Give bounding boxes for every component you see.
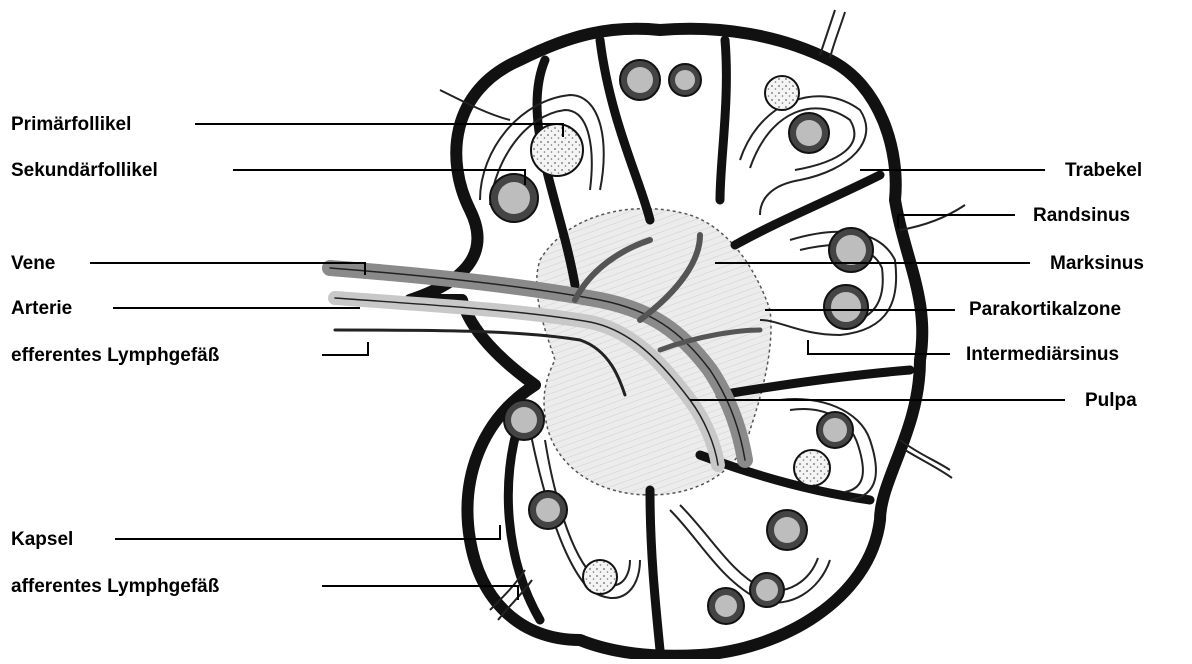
leader-efferentes (322, 342, 368, 355)
label-parakortikalzone: Parakortikalzone (969, 300, 1121, 319)
secondary-follicle (750, 573, 784, 607)
leader-kapsel (115, 525, 500, 539)
primary-follicle (583, 560, 617, 594)
label-vene: Vene (11, 254, 55, 273)
label-sekundaerfollikel: Sekundärfollikel (11, 161, 158, 180)
label-afferentes-lymphgefaess: afferentes Lymphgefäß (11, 577, 219, 596)
secondary-follicle (504, 400, 544, 440)
label-intermediaersinus: Intermediärsinus (966, 345, 1119, 364)
secondary-follicle (817, 412, 853, 448)
label-trabekel: Trabekel (1065, 161, 1142, 180)
label-primaerfollikel: Primärfollikel (11, 115, 131, 134)
label-arterie: Arterie (11, 299, 72, 318)
secondary-follicle (789, 113, 829, 153)
label-marksinus: Marksinus (1050, 254, 1144, 273)
secondary-follicle (824, 285, 868, 329)
label-randsinus: Randsinus (1033, 206, 1130, 225)
primary-follicle (794, 450, 830, 486)
secondary-follicle (829, 228, 873, 272)
secondary-follicle (490, 174, 538, 222)
secondary-follicle (708, 588, 744, 624)
secondary-follicle (767, 510, 807, 550)
primary-follicle (531, 124, 583, 176)
secondary-follicle (620, 60, 660, 100)
secondary-follicle (529, 491, 567, 529)
label-pulpa: Pulpa (1085, 391, 1137, 410)
secondary-follicle (669, 64, 701, 96)
label-efferentes-lymphgefaess: efferentes Lymphgefäß (11, 346, 219, 365)
primary-follicle (765, 76, 799, 110)
label-kapsel: Kapsel (11, 530, 73, 549)
